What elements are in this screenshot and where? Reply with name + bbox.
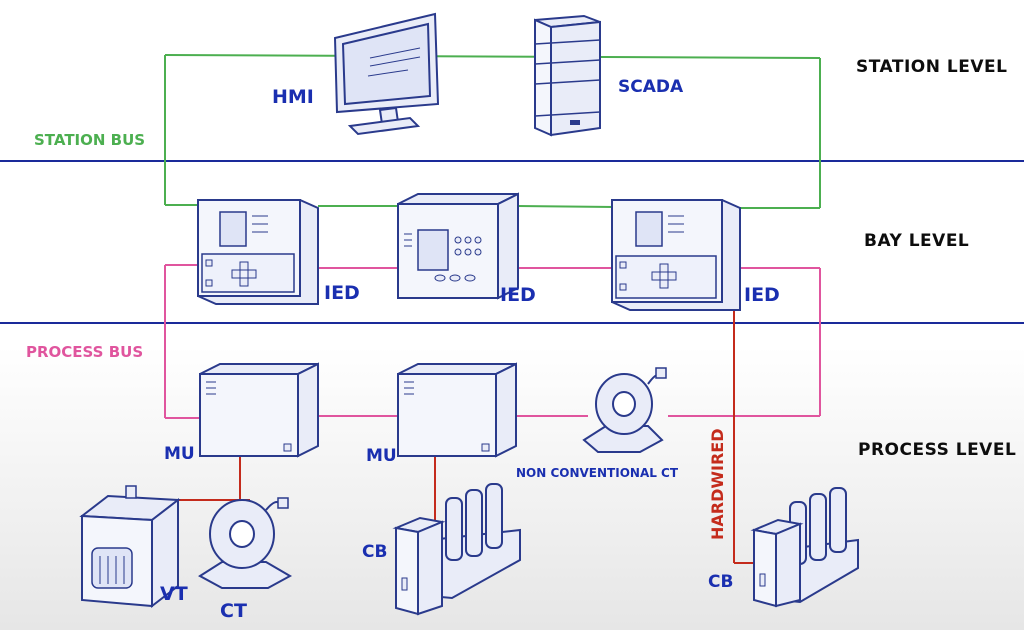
- station-bus-label: STATION BUS: [34, 131, 146, 149]
- hmi-label: HMI: [272, 86, 314, 108]
- ied-1-icon: [197, 199, 319, 305]
- hmi-monitor-icon: [333, 12, 440, 136]
- station-level-label: STATION LEVEL: [856, 57, 1008, 77]
- station-bus-lines: [164, 54, 821, 209]
- vt-icon: [79, 485, 181, 609]
- bay-level-label: BAY LEVEL: [864, 231, 970, 251]
- process-level-label: PROCESS LEVEL: [858, 440, 1017, 460]
- mu-2-icon: [397, 362, 517, 458]
- ied-3-icon: [611, 199, 741, 311]
- scada-label: SCADA: [618, 77, 684, 97]
- process-bus-label: PROCESS BUS: [26, 343, 144, 361]
- vt-label: VT: [160, 583, 188, 605]
- mu-1-label: MU: [164, 444, 195, 464]
- ied-1-label: IED: [324, 282, 360, 304]
- cb-2-icon: [750, 487, 859, 608]
- mu-2-label: MU: [366, 446, 397, 466]
- ied-2-label: IED: [500, 284, 536, 306]
- ct-icon: [198, 497, 293, 589]
- cb-1-icon: [392, 483, 521, 616]
- non-conventional-ct-label: NON CONVENTIONAL CT: [516, 466, 679, 480]
- cb-1-label: CB: [362, 542, 388, 562]
- ied-2-icon: [397, 192, 519, 300]
- ct-label: CT: [220, 600, 247, 622]
- mu-1-icon: [199, 362, 319, 458]
- ied-3-label: IED: [744, 284, 780, 306]
- cb-2-label: CB: [708, 572, 734, 592]
- process-bus-lines: [164, 264, 821, 419]
- scada-server-icon: [534, 14, 601, 137]
- hardwired-label: HARDWIRED: [708, 428, 727, 540]
- hardwired-lines: [178, 302, 756, 564]
- non-conventional-ct-icon: [582, 367, 667, 453]
